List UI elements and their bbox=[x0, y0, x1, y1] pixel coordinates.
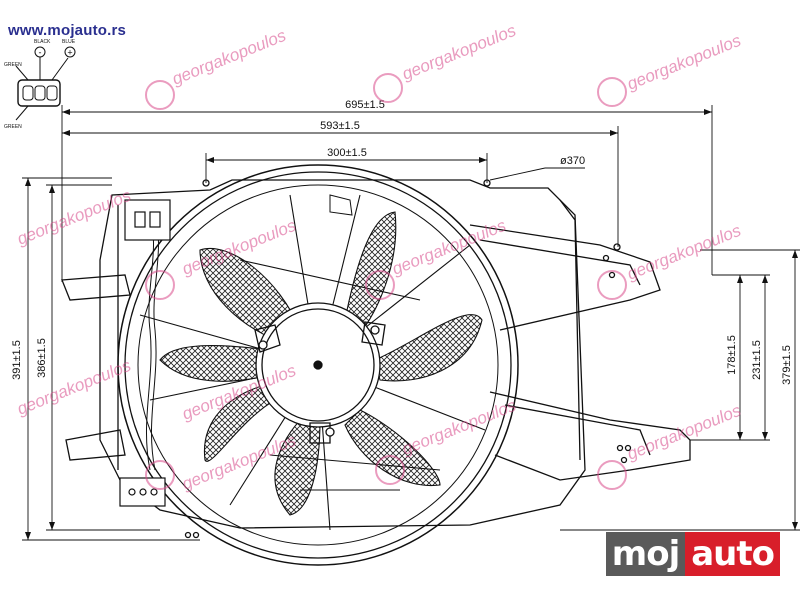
watermark-seals bbox=[145, 73, 627, 490]
site-url: www.mojauto.rs bbox=[8, 22, 127, 39]
dim-width-outer: 695±1.5 bbox=[345, 99, 385, 111]
seal-icon bbox=[145, 460, 175, 490]
frame-connector-top bbox=[124, 199, 171, 241]
dimension-arrows bbox=[25, 109, 798, 540]
seal-icon bbox=[597, 270, 627, 300]
dimension-labels: 695±1.5 593±1.5 300±1.5 ø370 391±1.5 386… bbox=[11, 99, 793, 385]
seal-icon bbox=[597, 460, 627, 490]
watermark-3: georgakopoulos bbox=[624, 31, 744, 94]
minus-terminal-icon bbox=[34, 46, 46, 58]
watermark-1: georgakopoulos bbox=[169, 26, 289, 89]
logo-part-moj: moj bbox=[605, 532, 686, 576]
minus-symbol: - bbox=[39, 48, 42, 58]
plus-symbol: + bbox=[67, 48, 72, 58]
wire-label-blue: BLUE bbox=[62, 39, 76, 45]
dimension-lines bbox=[22, 105, 800, 541]
seal-icon bbox=[145, 80, 175, 110]
watermark-7: georgakopoulos bbox=[624, 221, 744, 284]
seal-icon bbox=[145, 270, 175, 300]
wiring-harness bbox=[145, 194, 353, 471]
fan-hub bbox=[254, 302, 386, 444]
fan-ring bbox=[117, 164, 519, 566]
seal-icon bbox=[375, 455, 405, 485]
dim-height-left-outer: 391±1.5 bbox=[11, 340, 23, 380]
watermark-11: georgakopoulos bbox=[624, 401, 744, 464]
wire-label-green-bottom: GREEN bbox=[4, 124, 22, 130]
shroud-frame bbox=[61, 179, 691, 539]
watermark-2: georgakopoulos bbox=[399, 21, 519, 84]
dim-fan-diameter: ø370 bbox=[560, 155, 585, 167]
dim-width-mid: 593±1.5 bbox=[320, 120, 360, 132]
dim-height-left-inner: 386±1.5 bbox=[36, 338, 48, 378]
connector-pinout: - + BLACK BLUE GREEN GREEN bbox=[4, 39, 76, 130]
dim-height-right-outer: 379±1.5 bbox=[781, 345, 793, 385]
dim-height-right-mid: 231±1.5 bbox=[751, 340, 763, 380]
wire-label-green-top: GREEN bbox=[4, 62, 22, 68]
plus-terminal-icon bbox=[64, 46, 76, 58]
mojauto-logo: moj auto bbox=[605, 532, 780, 576]
seal-icon bbox=[597, 77, 627, 107]
watermark-6: georgakopoulos bbox=[389, 216, 509, 279]
logo-part-auto: auto bbox=[685, 532, 780, 576]
frame-connector-bottom bbox=[119, 477, 166, 507]
seal-icon bbox=[373, 73, 403, 103]
watermark-4: georgakopoulos bbox=[14, 186, 134, 249]
wire-label-black: BLACK bbox=[34, 39, 51, 45]
dim-height-right-inner: 178±1.5 bbox=[726, 335, 738, 375]
dim-width-inner: 300±1.5 bbox=[327, 147, 367, 159]
seal-icon bbox=[365, 270, 395, 300]
watermark-8: georgakopoulos bbox=[14, 356, 134, 419]
